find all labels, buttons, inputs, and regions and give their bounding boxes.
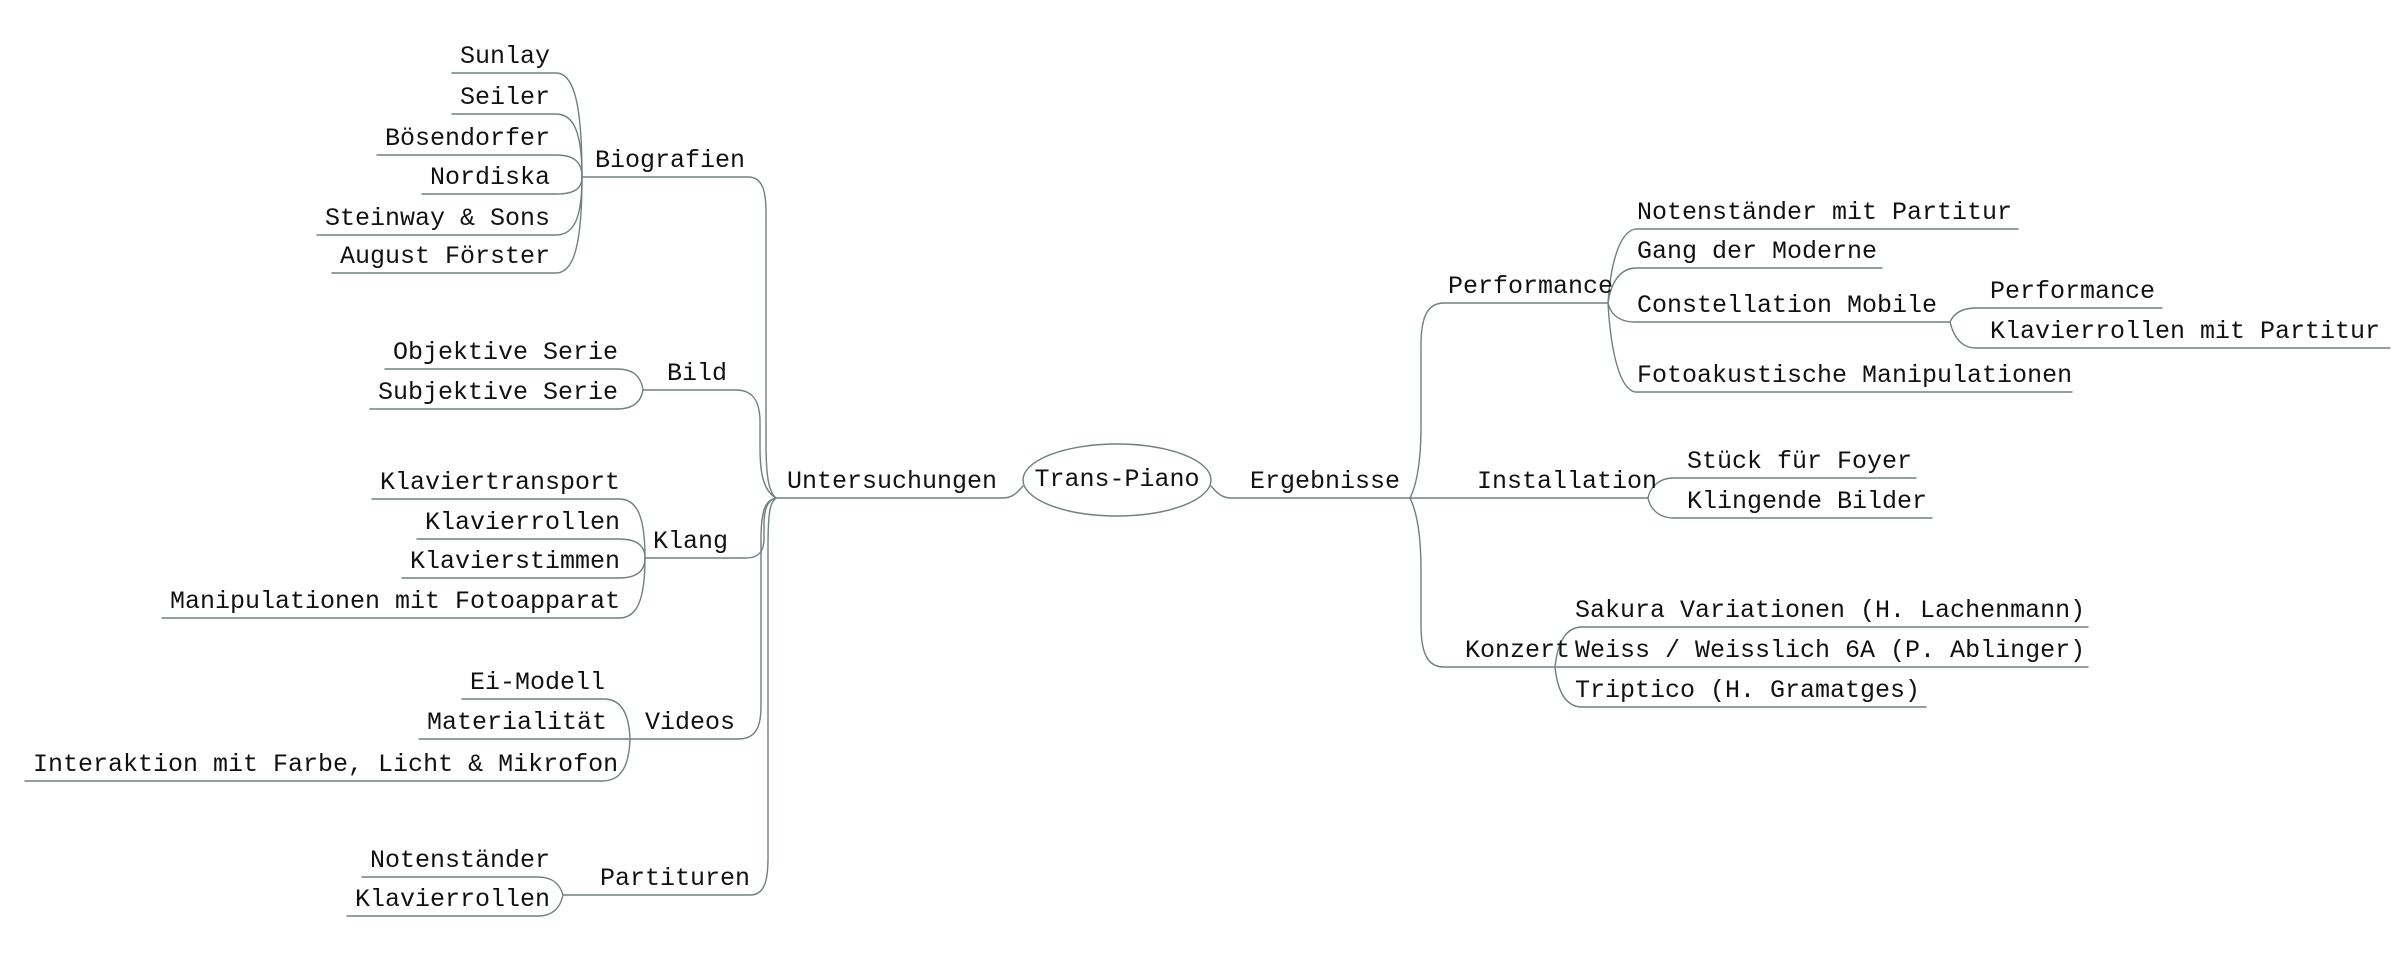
edge-klavierrollen-mit-partitur: [1949, 321, 2391, 349]
node-installation[interactable]: Installation: [1477, 467, 1658, 496]
node-konzert[interactable]: Konzert: [1465, 636, 1571, 665]
node-klavierrollen-2[interactable]: Klavierrollen: [355, 885, 551, 914]
node-triptico[interactable]: Triptico (H. Gramatges): [1575, 676, 1921, 705]
node-trans-piano[interactable]: Trans-Piano: [1034, 465, 1200, 494]
edge-boesendorfer: [376, 154, 583, 178]
node-objektive-serie[interactable]: Objektive Serie: [393, 338, 619, 367]
edge-partituren-trunk: [562, 497, 777, 896]
node-biografien[interactable]: Biografien: [595, 146, 746, 175]
edge-bild-trunk: [642, 389, 777, 499]
edge-interaktion: [24, 738, 631, 782]
node-klavierrollen-mit-partitur[interactable]: Klavierrollen mit Partitur: [1990, 317, 2381, 346]
edge-klang-trunk: [644, 497, 777, 559]
edge-group-bild: [369, 368, 777, 499]
edge-seiler: [451, 113, 583, 178]
node-klang[interactable]: Klang: [653, 527, 729, 556]
edge-gang-der-moderne: [1607, 267, 1883, 304]
edge-group-installation: [1647, 477, 1933, 519]
node-august-foerster[interactable]: August Förster: [340, 242, 551, 271]
edge-klaviertransport: [371, 498, 646, 559]
edge-triptico: [1554, 666, 1927, 708]
edge-group-konzert: [1554, 626, 2089, 708]
edge-sunlay: [451, 72, 583, 178]
edge-sakura: [1554, 626, 2089, 668]
edge-klavierrollen: [416, 538, 646, 559]
edge-performance-trunk: [1409, 302, 1609, 499]
node-klavierrollen[interactable]: Klavierrollen: [425, 508, 621, 537]
node-gang-der-moderne[interactable]: Gang der Moderne: [1637, 237, 1878, 266]
node-notenstaender[interactable]: Notenständer: [370, 846, 551, 875]
edge-biografien-trunk: [581, 176, 777, 499]
edge-objektive-serie: [384, 368, 644, 391]
edge-manipulationen-fotoapparat: [161, 557, 646, 619]
node-klaviertransport[interactable]: Klaviertransport: [380, 468, 621, 497]
node-klavierstimmen[interactable]: Klavierstimmen: [410, 547, 621, 576]
node-weiss-weisslich[interactable]: Weiss / Weisslich 6A (P. Ablinger): [1575, 636, 2086, 665]
edge-notenstaender: [361, 876, 564, 896]
edge-klavierrollen-2: [346, 894, 564, 917]
edge-group-performance: [1607, 228, 2073, 393]
node-partituren[interactable]: Partituren: [600, 864, 751, 893]
node-klingende-bilder[interactable]: Klingende Bilder: [1687, 487, 1928, 516]
node-notenstaender-mit-partitur[interactable]: Notenständer mit Partitur: [1637, 198, 2013, 227]
root-ellipse[interactable]: [1022, 443, 1212, 517]
node-seiler[interactable]: Seiler: [460, 83, 551, 112]
node-materialitaet[interactable]: Materialität: [427, 708, 608, 737]
node-bild[interactable]: Bild: [667, 359, 728, 388]
node-fotoakustische-manipulationen[interactable]: Fotoakustische Manipulationen: [1637, 361, 2073, 390]
node-constellation-mobile[interactable]: Constellation Mobile: [1637, 291, 1938, 320]
node-ei-modell[interactable]: Ei-Modell: [470, 668, 606, 697]
edge-subjektive-serie: [369, 389, 644, 410]
node-untersuchungen[interactable]: Untersuchungen: [787, 467, 998, 496]
node-stueck-fuer-foyer[interactable]: Stück für Foyer: [1687, 447, 1913, 476]
edge-ergebnisse-underline: [1210, 485, 1411, 499]
edge-performance-2: [1949, 307, 2163, 323]
node-manipulationen-fotoapparat[interactable]: Manipulationen mit Fotoapparat: [170, 587, 621, 616]
edge-ei-modell: [461, 698, 631, 740]
edge-group-constellation: [1949, 307, 2391, 349]
edge-august-foerster: [331, 176, 583, 274]
node-subjektive-serie[interactable]: Subjektive Serie: [378, 378, 619, 407]
edge-group-biografien: [316, 72, 777, 499]
edge-konzert-trunk: [1409, 497, 1556, 668]
node-performance[interactable]: Performance: [1448, 272, 1614, 301]
node-performance-2[interactable]: Performance: [1990, 277, 2156, 306]
edge-videos-trunk: [629, 497, 777, 740]
node-interaktion-farbe-licht-mikrofon[interactable]: Interaktion mit Farbe, Licht & Mikrofon: [33, 750, 619, 779]
edge-group-partituren: [346, 497, 777, 917]
node-ergebnisse[interactable]: Ergebnisse: [1250, 467, 1401, 496]
edge-klingende-bilder: [1647, 497, 1933, 519]
edge-notenstaender-mit-partitur: [1607, 228, 2019, 304]
node-sunlay[interactable]: Sunlay: [460, 42, 551, 71]
edge-fotoakustische-manipulationen: [1607, 302, 2073, 393]
node-videos[interactable]: Videos: [645, 708, 736, 737]
node-sakura-variationen[interactable]: Sakura Variationen (H. Lachenmann): [1575, 596, 2086, 625]
edge-group-klang: [161, 497, 777, 619]
node-steinway-sons[interactable]: Steinway & Sons: [325, 204, 551, 233]
edge-group-ergebnisse: [1409, 302, 1649, 668]
node-nordiska[interactable]: Nordiska: [430, 163, 551, 192]
edge-stueck-fuer-foyer: [1647, 477, 1917, 499]
node-boesendorfer[interactable]: Bösendorfer: [385, 124, 551, 153]
edge-untersuchungen-underline: [774, 485, 1024, 499]
edge-group-videos: [24, 497, 777, 782]
